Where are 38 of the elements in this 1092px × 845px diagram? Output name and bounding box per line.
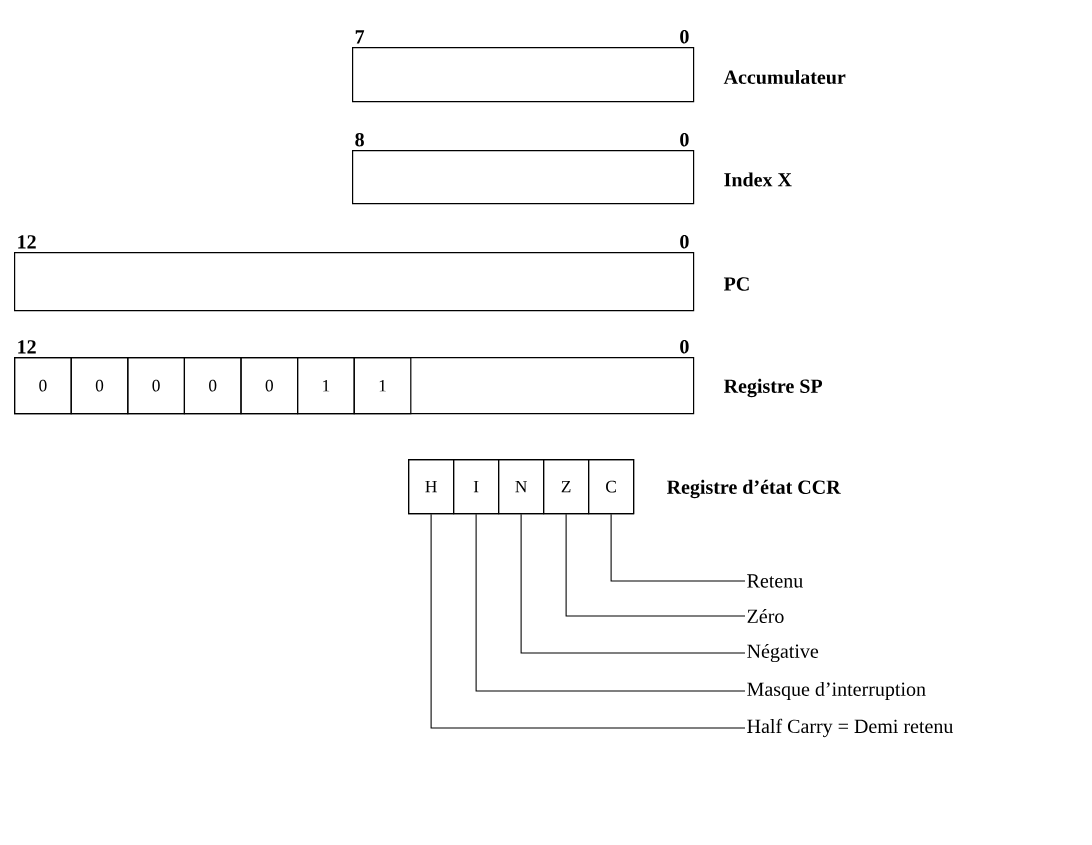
- register-name: Registre d’état CCR: [666, 479, 841, 499]
- register-name: PC: [723, 277, 749, 291]
- register-box: [352, 150, 695, 205]
- bit-number: 12: [18, 340, 36, 354]
- bit-cell: Z: [543, 459, 590, 515]
- leader-line: [520, 513, 746, 654]
- register-box: [352, 47, 695, 103]
- register-box: [14, 252, 695, 312]
- bit-number: 7: [355, 30, 365, 44]
- leader-line: [610, 513, 746, 582]
- register-name: Index X: [724, 172, 792, 187]
- flag-label: Masque d’interruption: [747, 681, 926, 701]
- bit-number: 0: [680, 132, 689, 147]
- bit-cell: 0: [127, 357, 185, 415]
- bit-cell: 0: [70, 357, 129, 415]
- bit-number: 0: [680, 339, 689, 354]
- bit-cell: 1: [297, 357, 355, 415]
- flag-label: Zéro: [747, 608, 784, 624]
- bit-cell: 0: [183, 357, 242, 415]
- leader-line: [475, 513, 746, 692]
- bit-cell: 1: [353, 357, 412, 415]
- bit-number: 12: [18, 235, 36, 249]
- leader-line: [565, 513, 746, 617]
- leader-line: [430, 513, 746, 729]
- bit-cell: I: [453, 459, 500, 515]
- bit-number: 8: [355, 132, 364, 147]
- bit-number: 0: [680, 29, 689, 44]
- bit-cell: 0: [14, 357, 72, 415]
- flag-label: Retenu: [747, 574, 803, 588]
- bit-cell: C: [588, 459, 635, 515]
- bit-cell: H: [408, 459, 455, 515]
- register-name: Accumulateur: [723, 69, 846, 85]
- register-name: Registre SP: [723, 378, 823, 398]
- bit-cell: 0: [240, 357, 299, 415]
- flag-label: Négative: [747, 643, 819, 663]
- bit-number: 0: [680, 234, 689, 249]
- bit-cell: N: [498, 459, 545, 515]
- flag-label: Half Carry = Demi retenu: [747, 718, 954, 738]
